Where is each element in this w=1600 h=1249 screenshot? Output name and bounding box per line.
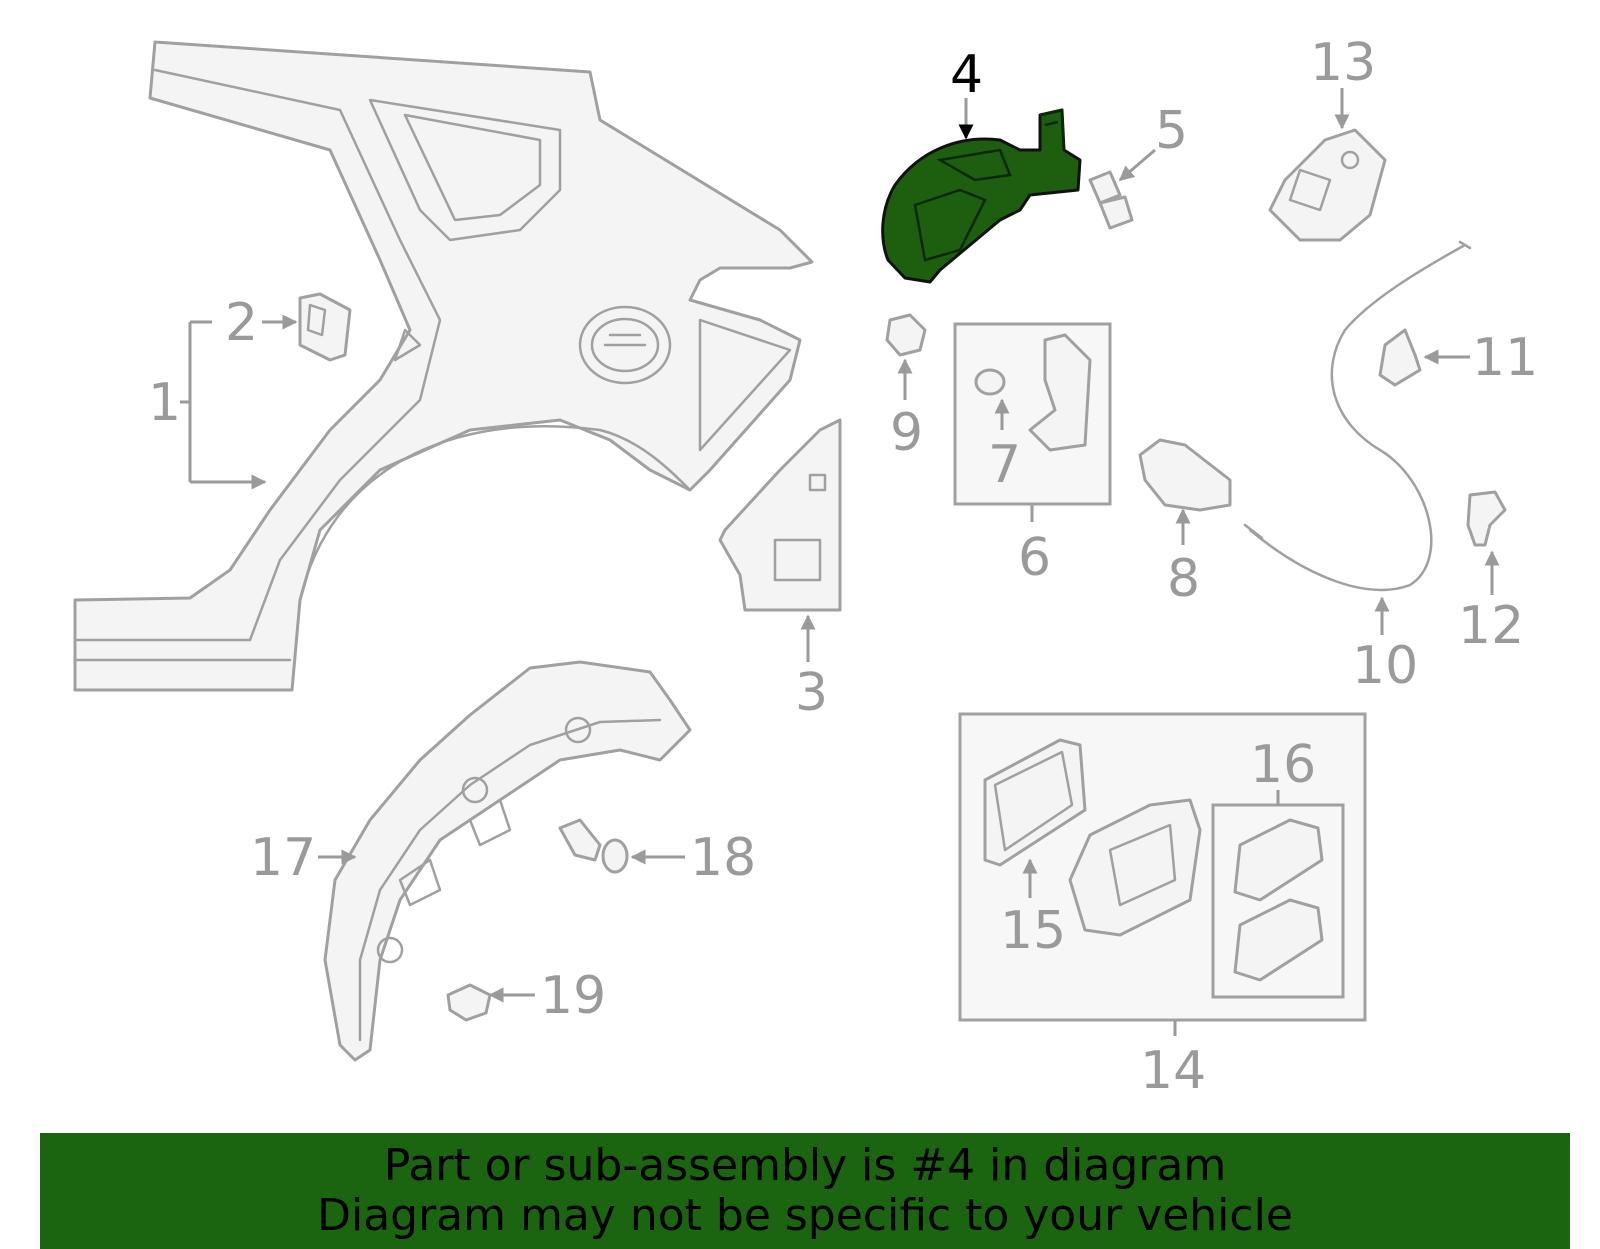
callout-7: 7: [988, 435, 1021, 495]
callout-2: 2: [225, 293, 258, 353]
callout-17: 17: [250, 828, 316, 888]
part-10-cable: [1243, 240, 1472, 592]
callout-18: 18: [690, 828, 756, 888]
info-banner: Part or sub-assembly is #4 in diagram Di…: [40, 1133, 1570, 1249]
part-17-wheelhouse-liner: [323, 660, 692, 1062]
part-7-clip: [974, 333, 1092, 452]
callout-4: 4: [950, 45, 983, 105]
part-16-pads: [1233, 818, 1324, 982]
callout-13: 13: [1310, 33, 1376, 93]
part-2-bracket: [298, 292, 352, 362]
leader-lines: [180, 88, 1500, 1036]
part-8-latch-bracket: [1138, 438, 1232, 512]
part-13-actuator: [1268, 128, 1387, 242]
callout-5: 5: [1155, 101, 1188, 161]
callout-3: 3: [795, 663, 828, 723]
part-4-fuel-door: [881, 108, 1082, 284]
part-5-bolt: [1088, 170, 1134, 230]
callout-14: 14: [1140, 1041, 1206, 1101]
callout-12: 12: [1458, 596, 1524, 656]
callout-19: 19: [540, 966, 606, 1026]
part-9-nut: [885, 313, 927, 357]
callout-6: 6: [1018, 528, 1051, 588]
banner-line-disclaimer: Diagram may not be specific to your vehi…: [317, 1190, 1293, 1241]
part-1-quarter-panel: [73, 40, 814, 692]
parts-diagram: 1 2 3 4 5 6 7 8 9 10 11 12 13 14 15 16 1…: [73, 33, 1538, 1101]
banner-line-part: Part or sub-assembly is #4 in diagram: [383, 1140, 1227, 1191]
callout-labels: 1 2 3 4 5 6 7 8 9 10 11 12 13 14 15 16 1…: [148, 33, 1538, 1101]
callout-15: 15: [1000, 901, 1066, 961]
part-3-panel-bracket: [718, 418, 842, 612]
part-18-push-pin: [558, 818, 629, 874]
callout-8: 8: [1167, 549, 1200, 609]
callout-1: 1: [148, 373, 181, 433]
callout-16: 16: [1250, 735, 1316, 795]
callout-9: 9: [890, 403, 923, 463]
part-15-gasket: [983, 738, 1087, 867]
part-19-nut: [446, 983, 492, 1022]
part-14-housing: [1068, 798, 1202, 937]
callout-10: 10: [1352, 636, 1418, 696]
part-11-clip: [1378, 328, 1422, 387]
callout-11: 11: [1472, 328, 1538, 388]
part-12-push-clip: [1466, 490, 1507, 547]
